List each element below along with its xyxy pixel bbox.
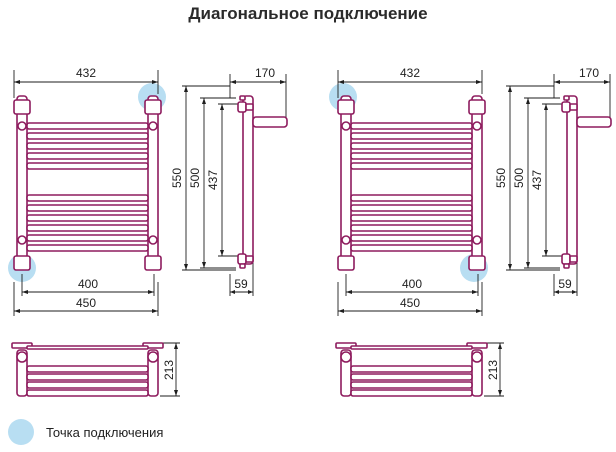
dim-depth-top: 170 xyxy=(255,66,275,80)
dim-height-inner: 437 xyxy=(530,170,544,190)
dim-width-top: 432 xyxy=(76,66,96,80)
legend-label: Точка подключения xyxy=(46,425,164,440)
dim-height-mid: 500 xyxy=(188,168,202,188)
dim-axis-distance: 400 xyxy=(402,277,422,291)
dim-axis-distance: 400 xyxy=(78,277,98,291)
dim-top-depth: 213 xyxy=(486,360,500,380)
dim-side-offset: 59 xyxy=(234,277,248,291)
dim-width-top: 432 xyxy=(400,66,420,80)
left-variant: 432 400 450 170 59 550 500 437 213 xyxy=(8,66,288,397)
dim-top-depth: 213 xyxy=(162,360,176,380)
dim-height-inner: 437 xyxy=(206,170,220,190)
dim-width-bottom: 450 xyxy=(76,296,96,310)
dim-height-total: 550 xyxy=(170,168,184,188)
page-title: Диагональное подключение xyxy=(188,4,428,23)
legend-connection-dot xyxy=(8,419,34,445)
dim-side-offset: 59 xyxy=(558,277,572,291)
right-variant: 432 400 450 170 59 550 500 437 213 xyxy=(329,66,612,397)
dim-height-mid: 500 xyxy=(512,168,526,188)
dim-height-total: 550 xyxy=(494,168,508,188)
dim-depth-top: 170 xyxy=(579,66,599,80)
dim-width-bottom: 450 xyxy=(400,296,420,310)
